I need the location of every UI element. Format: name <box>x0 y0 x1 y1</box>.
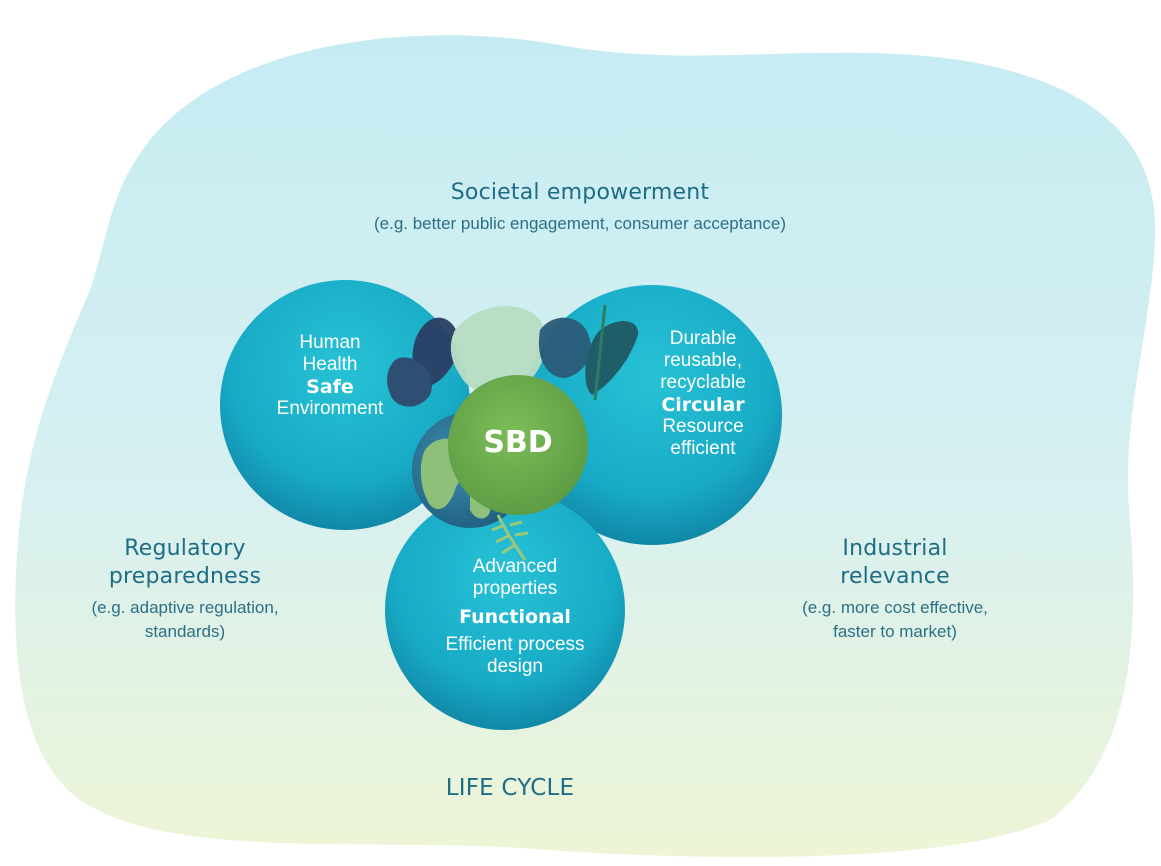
functional-line-properties: properties <box>472 578 558 599</box>
life-cycle-label: LIFE CYCLE <box>445 775 575 801</box>
leaf-decoration <box>387 304 639 407</box>
circle-safe <box>220 280 470 530</box>
functional-keyword: Functional <box>459 606 571 628</box>
regulatory-heading-line2: preparedness <box>108 564 262 589</box>
earth-continents <box>420 438 491 519</box>
societal-empowerment-subtext: (e.g. better public engagement, consumer… <box>373 214 787 233</box>
safe-keyword: Safe <box>306 376 354 398</box>
safe-circle-text: Human Health Safe Environment <box>255 332 405 420</box>
circular-keyword: Circular <box>661 394 745 416</box>
circular-line-recyclable: recyclable <box>660 372 746 393</box>
sbd-label: SBD <box>483 425 553 460</box>
functional-line-design: design <box>487 656 543 677</box>
regulatory-subtext-line1: (e.g. adaptive regulation, <box>91 598 279 617</box>
industrial-subtext-line1: (e.g. more cost effective, <box>802 598 988 617</box>
circular-circle-text: Durable reusable, recyclable Circular Re… <box>628 328 778 460</box>
functional-line-efficient-process: Efficient process <box>445 634 585 655</box>
industrial-subtext-line2: faster to market) <box>833 622 957 641</box>
regulatory-heading-line1: Regulatory <box>124 536 246 561</box>
circle-functional <box>385 490 625 730</box>
circular-line-efficient: efficient <box>670 438 736 459</box>
regulatory-subtext-line2: standards) <box>144 622 226 641</box>
safe-line-human: Human <box>299 332 361 353</box>
circular-line-reusable: reusable, <box>663 350 743 371</box>
circular-line-resource: Resource <box>662 416 744 437</box>
safe-line-health: Health <box>302 354 358 375</box>
industrial-heading-line1: Industrial <box>842 536 948 561</box>
sbd-center-circle <box>448 375 588 515</box>
functional-line-advanced: Advanced <box>472 556 558 577</box>
fern-decoration <box>491 514 529 561</box>
industrial-heading-line2: relevance <box>840 564 950 589</box>
societal-empowerment-heading: Societal empowerment <box>450 180 710 205</box>
functional-circle-text: Advanced properties Functional Efficient… <box>430 556 600 678</box>
circular-line-durable: Durable <box>669 328 737 349</box>
safe-line-environment: Environment <box>276 398 384 419</box>
